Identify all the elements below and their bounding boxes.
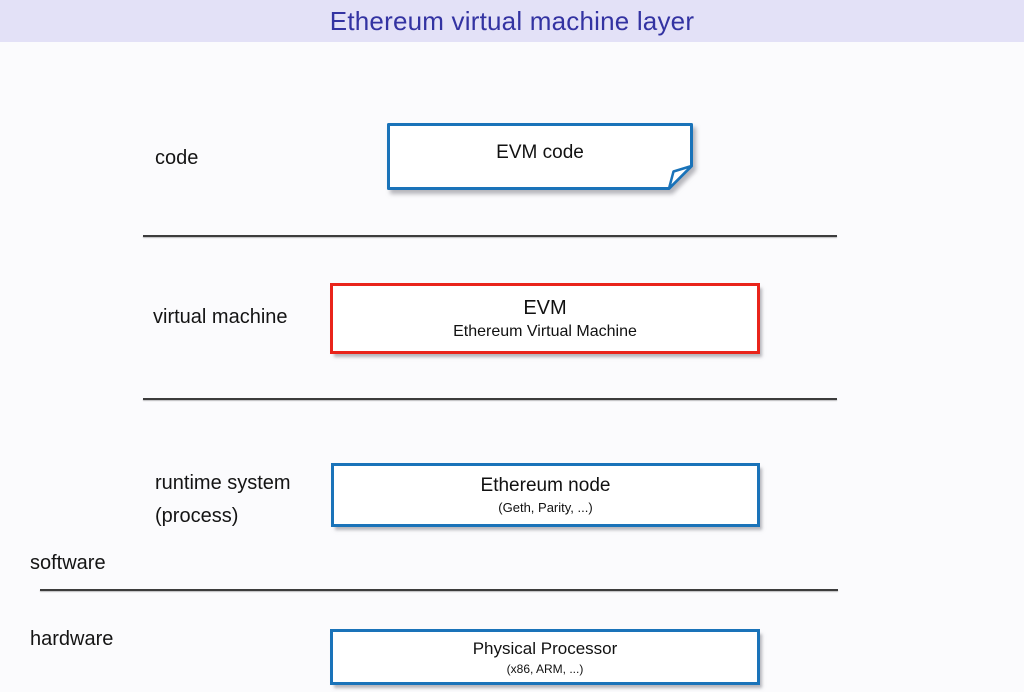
evm-box: EVM Ethereum Virtual Machine	[330, 283, 760, 354]
physical-processor-title: Physical Processor	[472, 639, 618, 658]
layer-label-code: code	[155, 147, 199, 169]
slide-title: Ethereum virtual machine layer	[329, 5, 695, 36]
runtime-label-line2: (process)	[155, 505, 239, 527]
layer-label-virtual-machine: virtual machine	[153, 306, 288, 328]
physical-processor-subtitle: (x86, ARM, ...)	[506, 662, 584, 676]
runtime-label-line1: runtime system	[155, 472, 291, 494]
layer-label-hardware: hardware	[30, 628, 114, 650]
evm-box-subtitle: Ethereum Virtual Machine	[453, 322, 637, 340]
evm-code-note: EVM code	[387, 123, 693, 191]
ethereum-node-subtitle: (Geth, Parity, ...)	[498, 500, 593, 515]
ethereum-node-title: Ethereum node	[480, 475, 611, 496]
note-shape-icon	[387, 123, 693, 190]
evm-box-title: EVM	[523, 296, 567, 319]
physical-processor-box: Physical Processor (x86, ARM, ...)	[330, 629, 760, 685]
evm-code-note-title: EVM code	[496, 142, 584, 163]
folded-corner-icon	[667, 164, 693, 190]
layer-label-runtime-system: runtime system (process)	[155, 467, 291, 533]
layer-divider-code-vm	[143, 235, 837, 237]
slide-header: Ethereum virtual machine layer	[0, 0, 1024, 42]
layer-label-software: software	[30, 552, 106, 574]
ethereum-node-box: Ethereum node (Geth, Parity, ...)	[331, 463, 760, 527]
layer-divider-vm-runtime	[143, 398, 837, 400]
software-hardware-divider	[40, 589, 838, 591]
